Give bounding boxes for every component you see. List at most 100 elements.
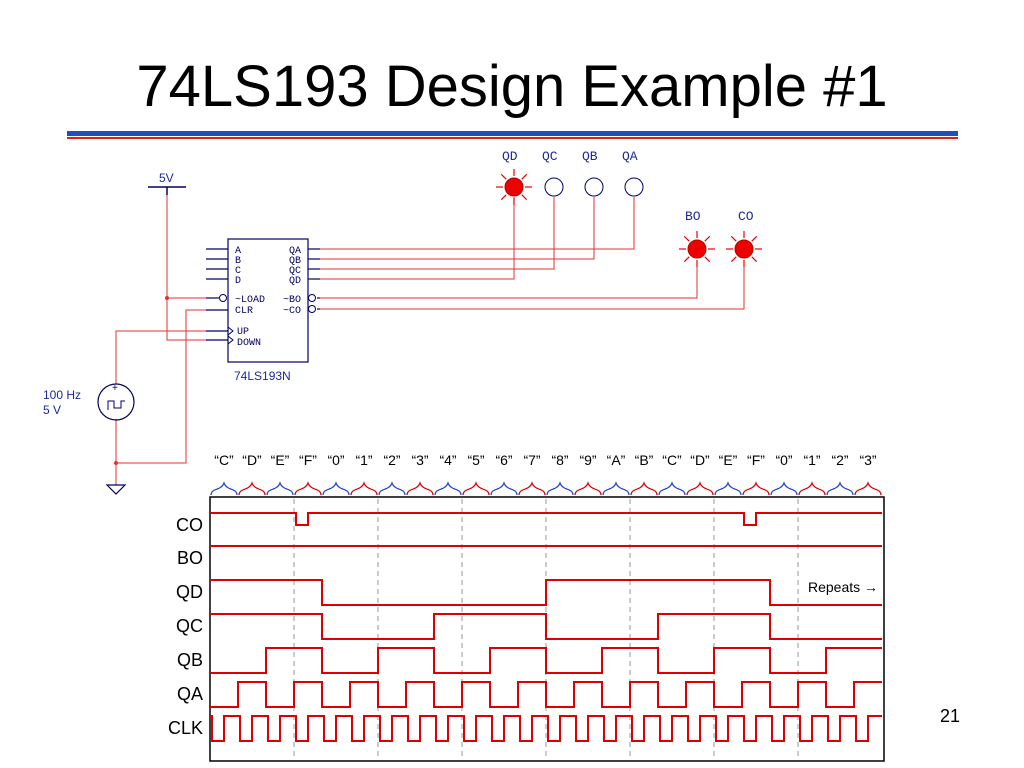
probe-qa: QA bbox=[622, 149, 644, 197]
count-braces bbox=[210, 481, 882, 496]
pin-label-a: A bbox=[235, 246, 241, 257]
count-brace bbox=[686, 481, 714, 496]
count-label: “D” bbox=[690, 452, 710, 468]
schematic-wires bbox=[115, 195, 745, 485]
pin-label-c: C bbox=[235, 266, 241, 277]
count-brace bbox=[854, 481, 882, 496]
trace-qa bbox=[210, 681, 882, 708]
count-label: “1” bbox=[803, 452, 820, 468]
count-label: “2” bbox=[383, 452, 400, 468]
probe-qd: QD bbox=[496, 149, 532, 205]
count-label: “2” bbox=[831, 452, 848, 468]
count-brace bbox=[350, 481, 378, 496]
count-brace bbox=[714, 481, 742, 496]
page-number: 21 bbox=[939, 706, 961, 726]
count-label: “E” bbox=[719, 452, 738, 468]
count-label: “A” bbox=[607, 452, 626, 468]
co-inversion-bubble bbox=[308, 305, 316, 313]
probe-label-qb: QB bbox=[582, 149, 598, 164]
count-label: “E” bbox=[271, 452, 290, 468]
pin-label-d: D bbox=[235, 276, 241, 287]
down-clock-marker bbox=[227, 335, 234, 345]
probe-qa-lamp bbox=[624, 177, 644, 197]
probe-qb: QB bbox=[582, 149, 604, 197]
timing-frame bbox=[209, 496, 885, 762]
probe-qd-lamp bbox=[504, 177, 524, 197]
count-brace bbox=[826, 481, 854, 496]
count-brace bbox=[574, 481, 602, 496]
probe-label-qc: QC bbox=[542, 149, 558, 164]
count-brace bbox=[294, 481, 322, 496]
probe-qb-lamp bbox=[584, 177, 604, 197]
title-underline-blue bbox=[67, 131, 958, 136]
pin-label-qb: QB bbox=[289, 256, 301, 267]
count-brace bbox=[658, 481, 686, 496]
signal-label-qc: QC bbox=[176, 616, 203, 636]
count-brace bbox=[322, 481, 350, 496]
count-label: “0” bbox=[327, 452, 344, 468]
pin-label-bo: ~BO bbox=[283, 295, 301, 306]
count-brace bbox=[798, 481, 826, 496]
count-brace bbox=[630, 481, 658, 496]
trace-qd bbox=[210, 579, 882, 606]
count-label: “0” bbox=[775, 452, 792, 468]
count-brace bbox=[518, 481, 546, 496]
pin-label-down: DOWN bbox=[237, 338, 261, 349]
clock-frequency: 100 Hz bbox=[43, 388, 81, 402]
count-brace bbox=[546, 481, 574, 496]
signal-traces bbox=[210, 512, 882, 742]
probe-bo-glow bbox=[679, 231, 715, 267]
count-labels: “C”“D”“E”“F”“0”“1”“2”“3”“4”“5”“6”“7”“8”“… bbox=[214, 452, 877, 468]
count-label: “3” bbox=[411, 452, 428, 468]
clock-amplitude: 5 V bbox=[43, 403, 61, 417]
clock-source: + 100 Hz 5 V bbox=[43, 383, 135, 421]
count-label: “8” bbox=[551, 452, 568, 468]
up-clock-marker bbox=[227, 326, 234, 336]
trace-clk bbox=[210, 715, 882, 742]
count-brace bbox=[742, 481, 770, 496]
probe-qc: QC bbox=[542, 149, 564, 197]
count-brace bbox=[238, 481, 266, 496]
count-label: “1” bbox=[355, 452, 372, 468]
count-label: “C” bbox=[662, 452, 682, 468]
pin-label-b: B bbox=[235, 256, 241, 267]
count-brace bbox=[770, 481, 798, 496]
wire-junctions bbox=[114, 296, 169, 465]
chip-part-name: 74LS193N bbox=[234, 369, 291, 383]
pin-label-qd: QD bbox=[289, 276, 301, 287]
bo-inversion-bubble bbox=[308, 294, 316, 302]
pin-label-clr: CLR bbox=[235, 306, 253, 317]
title-underline-red bbox=[67, 137, 958, 139]
count-label: “5” bbox=[467, 452, 484, 468]
signal-label-qa: QA bbox=[177, 684, 203, 704]
pin-label-qa: QA bbox=[289, 246, 301, 257]
count-label: “B” bbox=[635, 452, 654, 468]
probe-qc-lamp bbox=[544, 177, 564, 197]
probe-bo-lamp bbox=[687, 239, 707, 259]
count-brace bbox=[490, 481, 518, 496]
probe-co-glow bbox=[726, 231, 762, 267]
probe-label-bo: BO bbox=[685, 209, 701, 224]
count-label: “F” bbox=[747, 452, 765, 468]
count-brace bbox=[434, 481, 462, 496]
count-brace bbox=[266, 481, 294, 496]
count-brace bbox=[462, 481, 490, 496]
load-inversion-bubble bbox=[219, 294, 227, 302]
count-label: “4” bbox=[439, 452, 456, 468]
supply-label: 5V bbox=[159, 171, 174, 185]
probe-qd-glow bbox=[496, 169, 532, 205]
counter-chip: A B C D ~LOAD CLR UP DOWN QA QB QC QD ~B… bbox=[206, 238, 320, 383]
count-label: “9” bbox=[579, 452, 596, 468]
signal-label-clk: CLK bbox=[168, 718, 203, 738]
logic-probes: QD QC QB QA BO CO bbox=[496, 149, 762, 267]
square-wave-icon bbox=[107, 400, 125, 410]
signal-label-qb: QB bbox=[177, 650, 203, 670]
chip-body bbox=[227, 238, 309, 363]
probe-label-qd: QD bbox=[502, 149, 518, 164]
probe-label-qa: QA bbox=[622, 149, 638, 164]
trace-qc bbox=[210, 613, 882, 640]
count-label: “F” bbox=[299, 452, 317, 468]
count-label: “6” bbox=[495, 452, 512, 468]
signal-label-qd: QD bbox=[176, 582, 203, 602]
